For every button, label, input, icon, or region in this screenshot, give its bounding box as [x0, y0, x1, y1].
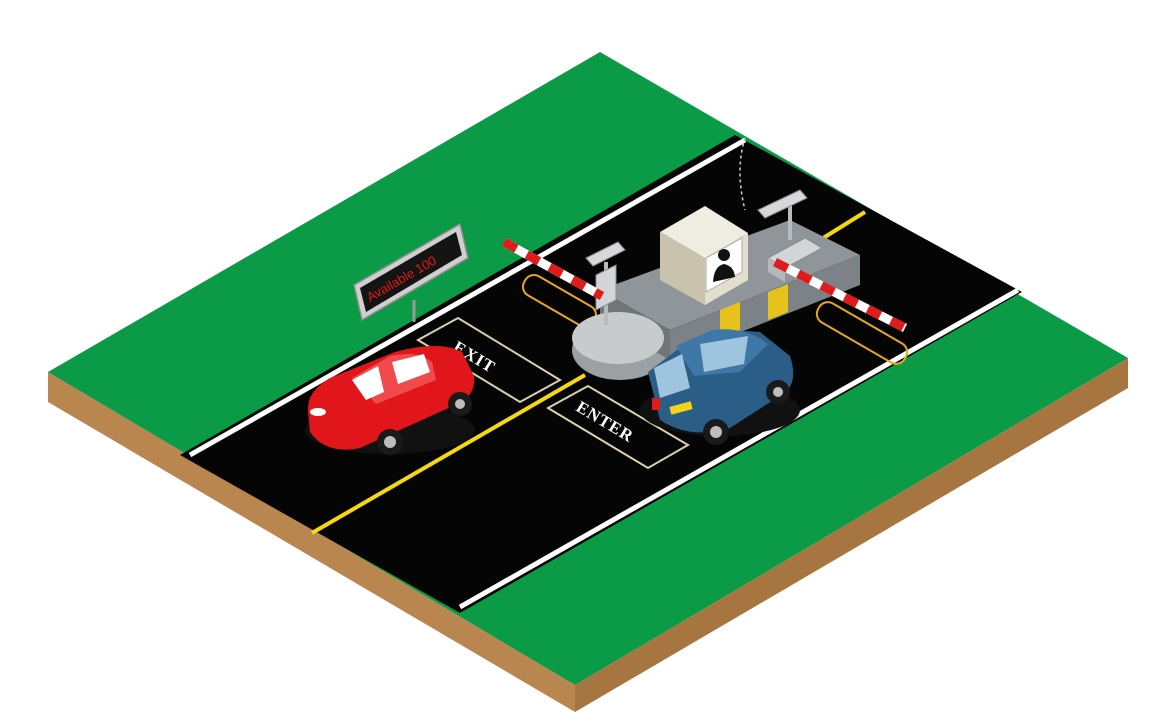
soil-right-face — [575, 358, 1128, 712]
booth-front — [660, 232, 705, 305]
exit-car-hub-rear — [455, 399, 465, 409]
island-stripe-1 — [720, 302, 740, 338]
enter-sensor-loop — [815, 301, 909, 365]
enter-barrier-arm — [772, 257, 908, 333]
enter-car-plate — [669, 401, 693, 415]
camera-body-enter — [757, 189, 808, 219]
attendant-booth — [660, 206, 748, 305]
soil-front-face — [48, 372, 575, 712]
lane-edge-north — [188, 137, 747, 458]
ground-slab — [48, 52, 1128, 712]
enter-label-frame — [545, 384, 690, 470]
enter-car-tail-light — [652, 398, 660, 410]
enter-car — [640, 329, 800, 445]
center-line-right — [818, 210, 867, 242]
barrier-gate-icon — [766, 237, 908, 333]
enter-car-side-window — [700, 336, 748, 372]
exit-barrier-stripes — [501, 238, 605, 300]
enter-gate-front — [768, 258, 785, 282]
barrier-gate-icon — [501, 238, 617, 311]
exit-car-windshield — [352, 366, 384, 400]
enter-car-hub-rear — [710, 426, 722, 438]
camera-icon — [757, 189, 808, 240]
exit-gate-box — [595, 264, 617, 311]
exit-road-label: EXIT — [416, 316, 562, 404]
island-stripe-2 — [768, 284, 788, 320]
center-line-left — [310, 373, 587, 535]
enter-road-label: ENTER — [545, 384, 690, 470]
cable — [739, 137, 746, 211]
enter-car-rear-window — [654, 354, 690, 398]
exit-car-hub-front — [384, 436, 396, 448]
camera-body-exit — [585, 241, 626, 267]
attendant-icon — [713, 249, 735, 282]
exit-car-headlight — [310, 408, 326, 416]
sign-screen — [360, 232, 462, 312]
exit-car — [305, 346, 475, 455]
exit-label-frame — [416, 316, 562, 404]
enter-car-hub-front — [773, 387, 783, 397]
island-nose-top — [572, 312, 664, 364]
booth-roof — [660, 206, 748, 258]
lane-edge-south — [458, 287, 1020, 610]
exit-car-side-window — [392, 354, 430, 384]
